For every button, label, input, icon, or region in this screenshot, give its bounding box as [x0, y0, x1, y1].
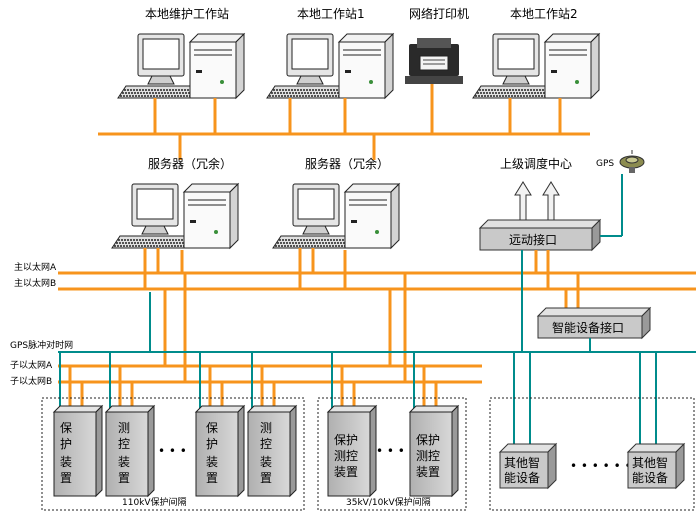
sub-net-b-label: 子以太网B	[10, 375, 52, 387]
sub-networks	[58, 364, 482, 384]
gps-label: GPS	[596, 159, 614, 169]
main-networks	[58, 248, 696, 382]
bay35-label: 35kV/10kV保护间隔	[346, 496, 431, 508]
svg-text:其他智: 其他智	[504, 455, 540, 470]
svg-text:护: 护	[206, 437, 218, 451]
svg-text:置: 置	[206, 471, 218, 485]
printer-icon	[405, 38, 463, 84]
server1-label: 服务器（冗余）	[148, 156, 232, 171]
server1-icon	[111, 183, 239, 249]
svg-text:测: 测	[260, 421, 272, 435]
ellipsis-other: • • • • • •	[570, 459, 632, 473]
sub-net-a-label: 子以太网A	[10, 359, 53, 371]
svg-text:能设备: 能设备	[632, 471, 668, 485]
workstation1-icon	[266, 33, 394, 99]
svg-text:其他智: 其他智	[632, 455, 668, 470]
main-net-b-label: 主以太网B	[14, 277, 56, 289]
station1-label: 本地工作站1	[297, 7, 365, 21]
svg-text:装置: 装置	[334, 465, 358, 479]
bay110-device: 测 控 装 置	[105, 405, 155, 497]
svg-text:置: 置	[60, 471, 72, 485]
bay35-device: 保护 测控 装置	[409, 405, 459, 497]
svg-text:控: 控	[118, 437, 130, 451]
smart-interface-label: 智能设备接口	[552, 320, 624, 335]
bay110-device: 保 护 装 置	[195, 405, 245, 497]
bay35-device: 保护 测控 装置	[327, 405, 377, 497]
other-smart-device: 其他智 能设备	[498, 442, 558, 490]
svg-text:装: 装	[118, 455, 130, 469]
printer-label: 网络打印机	[409, 6, 469, 21]
svg-text:装: 装	[60, 455, 72, 469]
maint-workstation-icon	[117, 33, 245, 99]
svg-text:保: 保	[206, 421, 218, 435]
svg-text:保护: 保护	[416, 433, 440, 447]
svg-text:装置: 装置	[416, 465, 440, 479]
bay110-label: 110kV保护间隔	[122, 496, 187, 508]
other-smart-device: 其他智 能设备	[626, 442, 686, 490]
bay110-device: 保 护 装 置	[53, 405, 103, 497]
svg-text:置: 置	[118, 471, 130, 485]
gps-pulse-net-label: GPS脉冲对时网	[10, 339, 73, 351]
svg-text:测控: 测控	[334, 449, 358, 463]
gps-device-links	[59, 352, 657, 446]
svg-text:测: 测	[118, 421, 130, 435]
smart-interface-box: 智能设备接口	[536, 306, 652, 340]
top-bus	[98, 84, 590, 160]
server2-label: 服务器（冗余）	[305, 156, 389, 171]
remote-interface-box: 远动接口	[478, 218, 602, 252]
svg-text:能设备: 能设备	[504, 471, 540, 485]
bay110-device: 测 控 装 置	[247, 405, 297, 497]
ellipsis-110: • • •	[158, 444, 187, 458]
other-devices-group	[489, 397, 695, 511]
ellipsis-35: • • •	[376, 444, 405, 458]
teal-links	[58, 174, 696, 353]
svg-text:置: 置	[260, 471, 272, 485]
svg-text:装: 装	[206, 455, 218, 469]
svg-text:保: 保	[60, 421, 72, 435]
svg-text:保护: 保护	[334, 433, 358, 447]
workstation2-icon	[472, 33, 600, 99]
station2-label: 本地工作站2	[510, 7, 578, 21]
dispatch-center-label: 上级调度中心	[500, 156, 572, 171]
remote-interface-label: 远动接口	[509, 232, 557, 247]
maint-station-label: 本地维护工作站	[145, 7, 229, 21]
server2-icon	[272, 183, 400, 249]
main-net-a-label: 主以太网A	[14, 261, 57, 273]
uplink-arrows	[514, 181, 560, 223]
bay35-group	[317, 397, 467, 511]
svg-text:装: 装	[260, 455, 272, 469]
svg-text:测控: 测控	[416, 449, 440, 463]
svg-text:控: 控	[260, 437, 272, 451]
bay110-group	[41, 397, 305, 511]
svg-text:护: 护	[60, 437, 72, 451]
gps-antenna-icon	[619, 150, 645, 173]
